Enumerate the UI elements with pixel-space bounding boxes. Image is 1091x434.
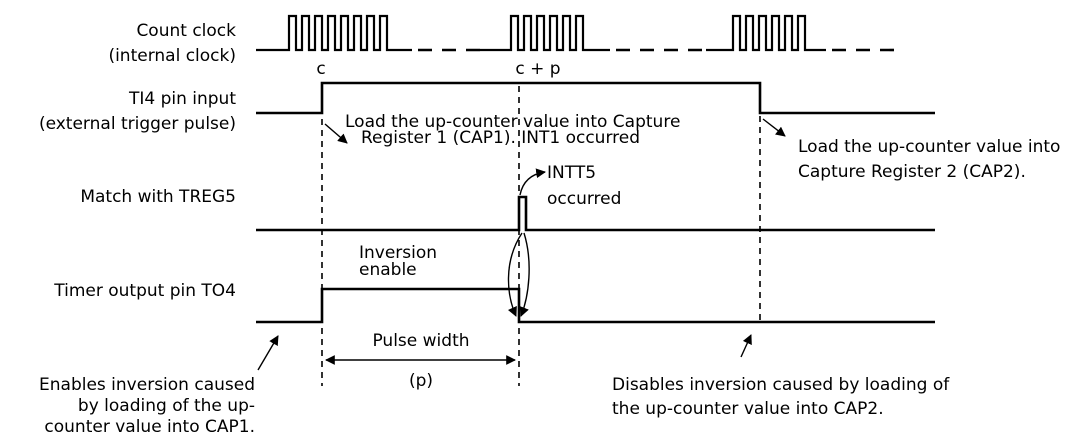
- load-cap2-arrow: [762, 118, 786, 137]
- pulse-width-p: (p): [409, 371, 433, 391]
- timer-output-waveform: [256, 287, 935, 324]
- enables-note-line3: counter value into CAP1.: [44, 417, 255, 434]
- marker-c-plus-p: c + p: [515, 59, 560, 79]
- inversion-enable-line2: enable: [359, 260, 417, 280]
- timer-output-label: Timer output pin TO4: [53, 281, 236, 301]
- ti4-pin-label: TI4 pin input: [128, 89, 236, 109]
- intt5-note-line2: occurred: [547, 189, 621, 209]
- match-to-output-arrow-2: [519, 232, 530, 317]
- marker-c: c: [316, 59, 325, 79]
- match-treg5-label: Match with TREG5: [80, 187, 236, 207]
- count-clock-sublabel: (internal clock): [108, 46, 236, 66]
- count-clock-label: Count clock: [136, 21, 236, 41]
- load-cap1-note-line2: Register 1 (CAP1). INT1 occurred: [361, 128, 640, 148]
- disables-inversion-arrow: [740, 334, 752, 358]
- load-cap1-arrow: [324, 123, 348, 144]
- enables-note-line1: Enables inversion caused: [39, 375, 255, 395]
- intt5-arrow: [519, 168, 546, 196]
- disables-note-line2: the up-counter value into CAP2.: [612, 399, 884, 419]
- load-cap2-note-line1: Load the up-counter value into: [798, 137, 1060, 157]
- pulse-width-label: Pulse width: [372, 331, 469, 351]
- inversion-enable-line1: Inversion: [359, 243, 437, 263]
- disables-note-line1: Disables inversion caused by loading of: [612, 375, 950, 395]
- match-treg5-waveform: [256, 195, 935, 232]
- ti4-pin-sublabel: (external trigger pulse): [39, 114, 236, 134]
- enables-note-line2: by loading of the up-: [78, 396, 255, 416]
- intt5-note-line1: INTT5: [547, 163, 596, 183]
- count-clock-waveform: [256, 14, 896, 52]
- match-to-output-arrow-1: [507, 232, 523, 317]
- enables-inversion-arrow: [257, 335, 279, 371]
- load-cap1-note-line1: Load the up-counter value into Capture: [345, 112, 680, 132]
- load-cap2-note-line2: Capture Register 2 (CAP2).: [798, 162, 1026, 182]
- ti4-waveform: [256, 81, 935, 115]
